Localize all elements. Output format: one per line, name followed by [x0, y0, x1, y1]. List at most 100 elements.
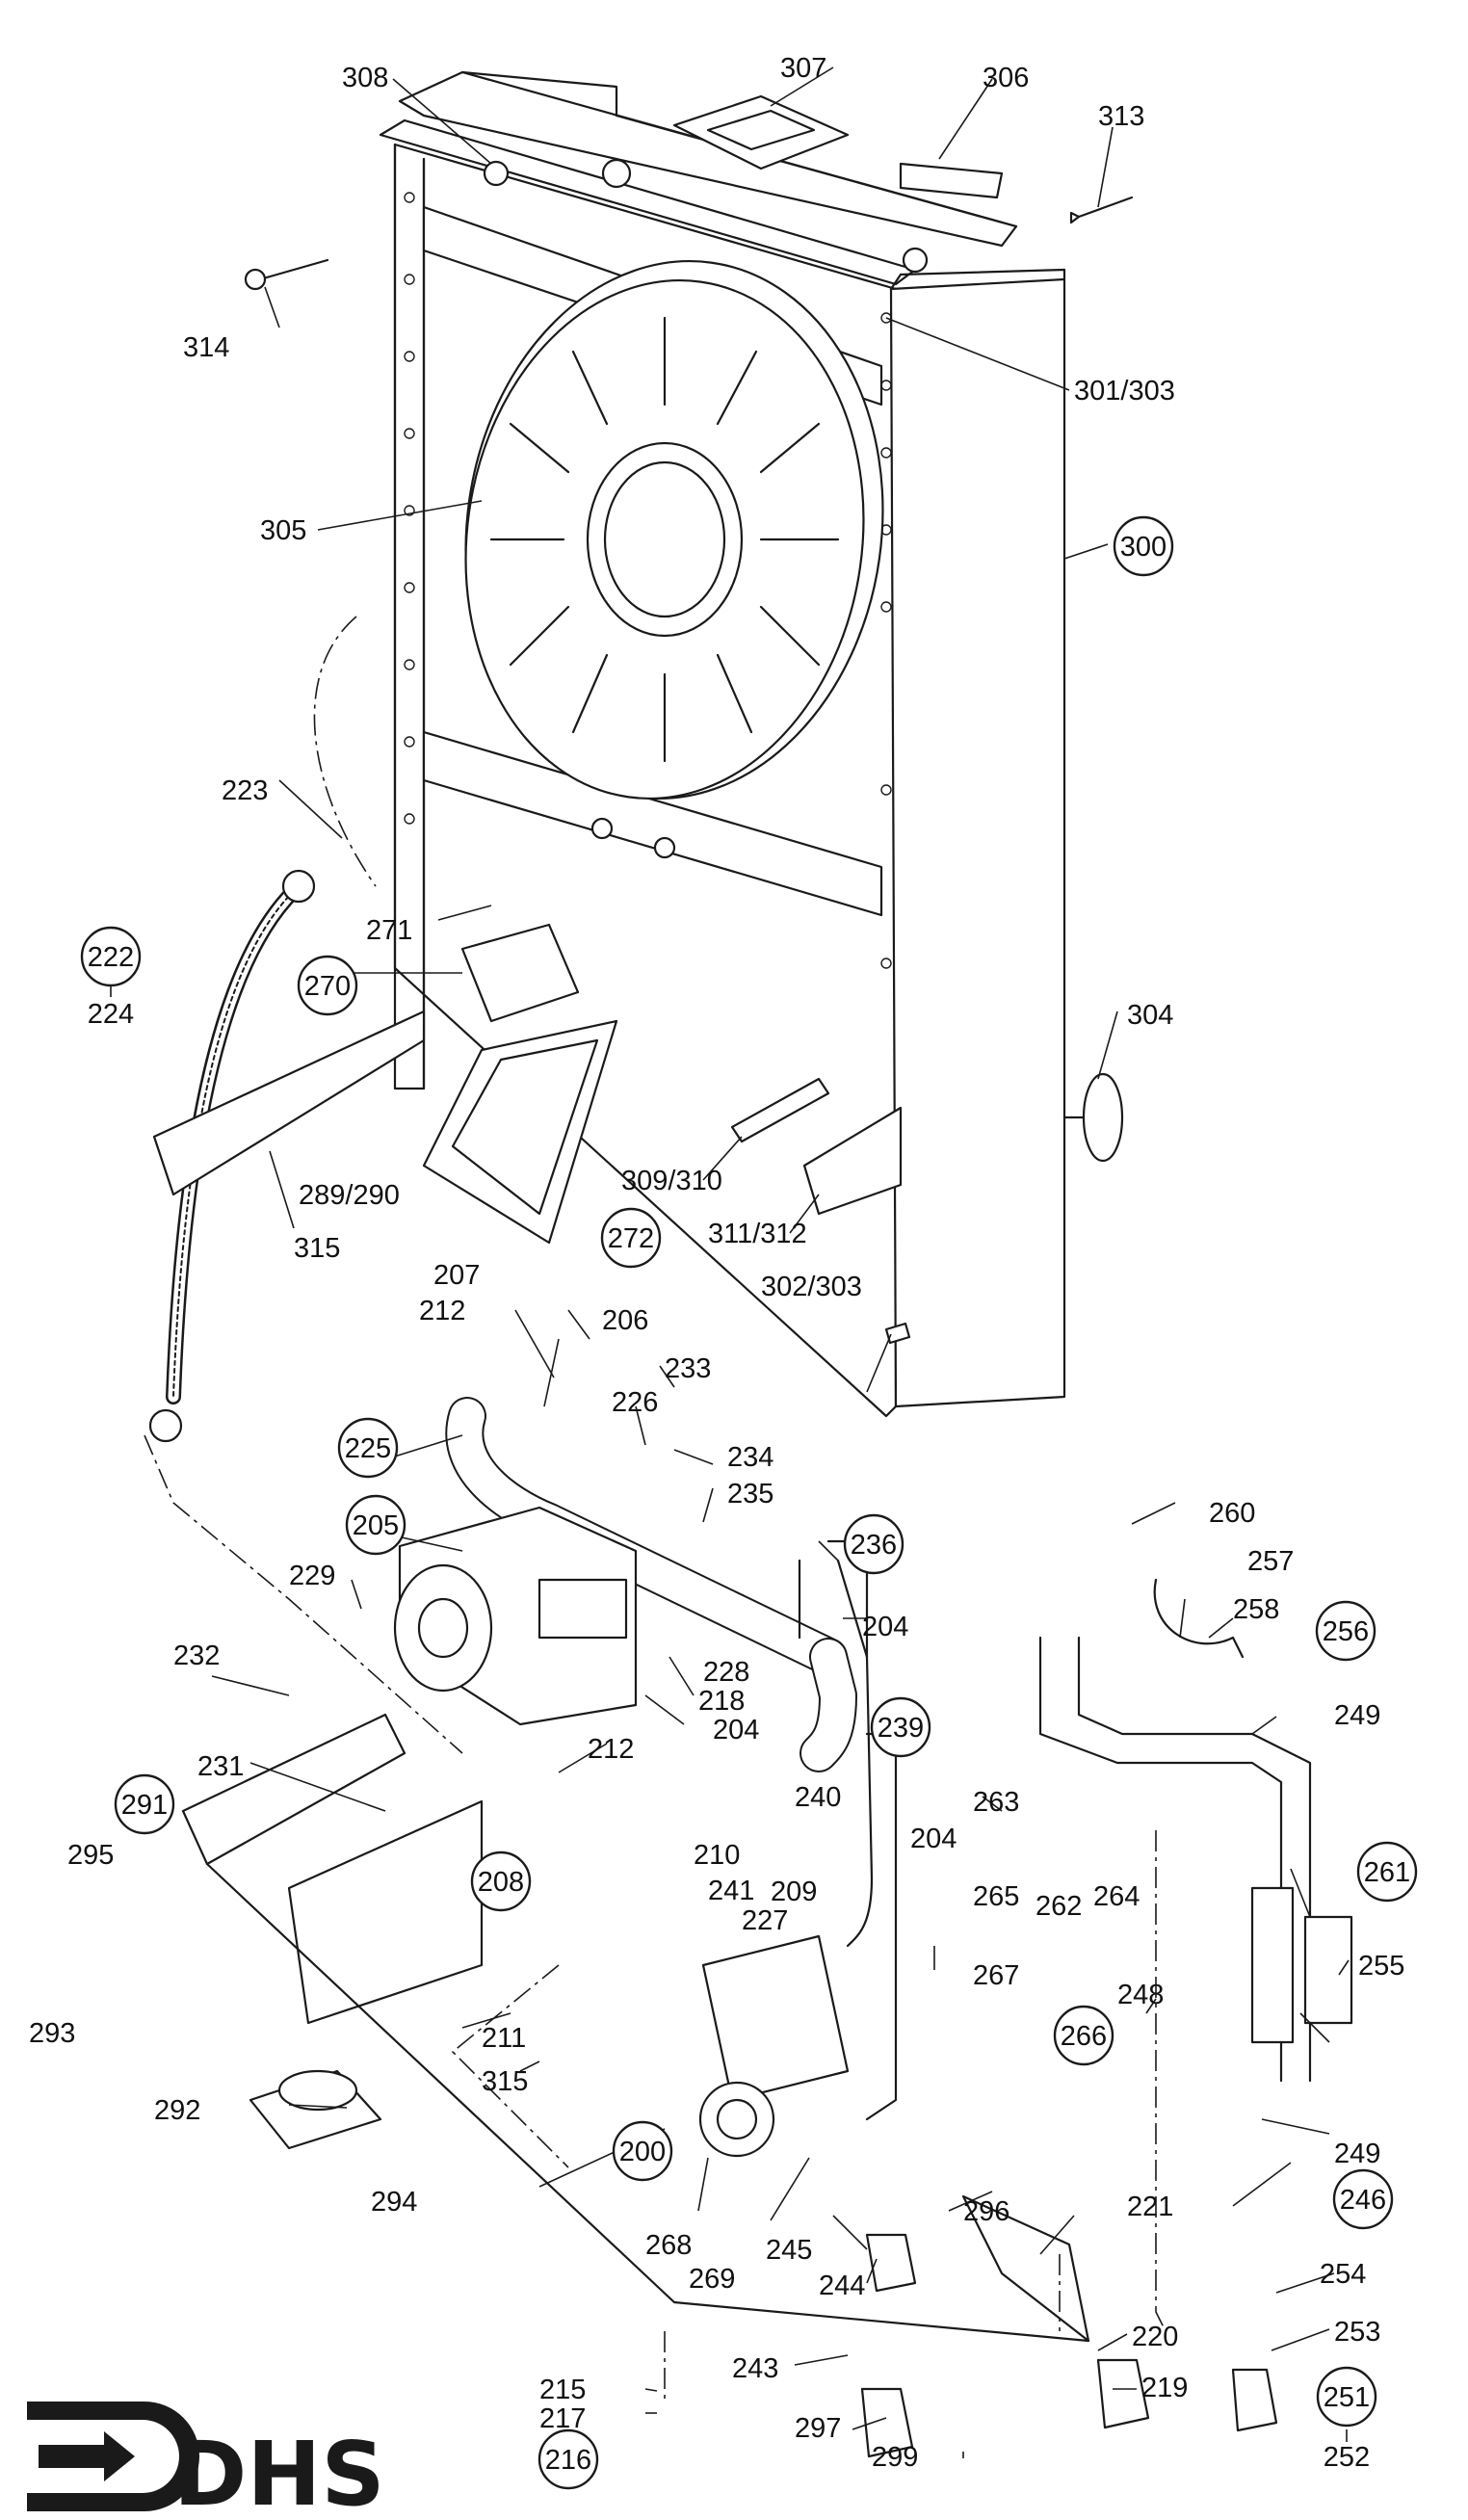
callout-label: 297 [795, 2413, 841, 2444]
callout-label: 304 [1127, 1000, 1173, 1031]
callout-223: 223 [222, 775, 268, 806]
callout-label: 225 [345, 1433, 391, 1464]
callout-label: 293 [29, 2018, 75, 2049]
callout-label: 268 [645, 2230, 692, 2261]
callout-254: 254 [1320, 2259, 1366, 2290]
callout-263: 263 [973, 1787, 1019, 1818]
callout-label: 212 [419, 1296, 465, 1326]
callout-302: 302/303 [761, 1272, 862, 1302]
callout-216: 216 [537, 2428, 599, 2490]
callout-label: 218 [698, 1686, 745, 1717]
top-brackets [483, 94, 1004, 199]
callout-204c: 204 [910, 1824, 957, 1854]
callout-249b: 249 [1334, 2139, 1380, 2169]
callout-266: 266 [1053, 2005, 1114, 2066]
callout-292: 292 [154, 2095, 200, 2126]
callout-label: 228 [703, 1657, 749, 1688]
callout-205: 205 [345, 1494, 406, 1556]
callout-220: 220 [1132, 2322, 1178, 2352]
callout-315b: 315 [482, 2066, 528, 2097]
callout-label: 208 [478, 1867, 524, 1898]
callout-label: 244 [819, 2271, 865, 2301]
callout-label: 200 [619, 2137, 666, 2167]
callout-label: 231 [197, 1751, 244, 1782]
callout-289: 289/290 [299, 1180, 400, 1211]
callout-label: 232 [173, 1641, 220, 1671]
callout-label: 246 [1340, 2185, 1386, 2216]
callout-label: 300 [1120, 532, 1167, 563]
callout-label: 263 [973, 1787, 1019, 1818]
callout-308: 308 [342, 63, 388, 93]
callout-270: 270 [297, 955, 358, 1016]
callout-label: 299 [872, 2442, 918, 2473]
right-brackets [730, 1072, 1124, 1345]
logo-text: DHS [173, 2423, 385, 2520]
callout-label: 307 [780, 53, 826, 84]
callout-224: 224 [88, 999, 134, 1030]
callout-label: 255 [1358, 1951, 1404, 1982]
callout-label: 206 [602, 1305, 648, 1336]
callout-268: 268 [645, 2230, 692, 2261]
callout-label: 224 [88, 999, 134, 1030]
callout-267: 267 [973, 1960, 1019, 1991]
callout-311: 311/312 [708, 1219, 807, 1249]
dhs-logo: DHS [27, 2402, 385, 2520]
callout-label: 252 [1324, 2442, 1370, 2473]
callout-269: 269 [689, 2264, 735, 2295]
callout-233: 233 [665, 1353, 711, 1384]
callout-label: 292 [154, 2095, 200, 2126]
callout-label: 221 [1127, 2192, 1173, 2222]
callout-label: 296 [963, 2196, 1009, 2227]
callout-label: 253 [1334, 2317, 1380, 2348]
callout-label: 209 [771, 1877, 817, 1907]
flex-hose [148, 869, 316, 1443]
callout-label: 210 [694, 1840, 740, 1871]
control-box [152, 923, 618, 1245]
callout-222: 222 [80, 926, 142, 997]
part-labels: 308 307 306 313 314 301/303 305 300 223 … [29, 53, 1418, 2490]
callout-label: 239 [878, 1713, 924, 1744]
callout-label: 245 [766, 2235, 812, 2266]
callout-label: 249 [1334, 1700, 1380, 1731]
callout-label: 262 [1035, 1891, 1082, 1922]
callout-309: 309/310 [621, 1166, 722, 1196]
callout-label: 205 [353, 1510, 399, 1541]
callout-label: 229 [289, 1561, 335, 1591]
callout-label: 257 [1247, 1546, 1294, 1577]
callout-244: 244 [819, 2271, 865, 2301]
callout-226: 226 [612, 1387, 658, 1418]
callout-297: 297 [795, 2413, 841, 2444]
callout-227: 227 [742, 1905, 788, 1936]
callout-label: 216 [545, 2445, 591, 2476]
callout-label: 305 [260, 515, 306, 546]
callout-305: 305 [260, 515, 306, 546]
callout-label: 212 [588, 1734, 634, 1765]
callout-label: 211 [482, 2023, 526, 2054]
base-tray [181, 1713, 1090, 2343]
callout-212a: 212 [419, 1296, 465, 1326]
callout-label: 302/303 [761, 1272, 862, 1302]
callout-label: 271 [366, 915, 412, 946]
callout-295: 295 [67, 1840, 114, 1871]
callout-label: 217 [539, 2403, 586, 2434]
callout-241: 241 [708, 1876, 754, 1906]
callout-label: 289/290 [299, 1180, 400, 1211]
callout-232: 232 [173, 1641, 220, 1671]
callout-label: 295 [67, 1840, 114, 1871]
callout-229: 229 [289, 1561, 335, 1591]
callout-206: 206 [602, 1305, 648, 1336]
callout-239: 239 [870, 1696, 931, 1758]
callout-label: 236 [851, 1530, 897, 1561]
callout-212b: 212 [588, 1734, 634, 1765]
callout-304: 304 [1127, 1000, 1173, 1031]
callout-label: 227 [742, 1905, 788, 1936]
callout-label: 301/303 [1074, 376, 1175, 407]
callout-240: 240 [795, 1782, 841, 1813]
gas-valve [698, 1934, 1278, 2458]
callout-249a: 249 [1334, 1700, 1380, 1731]
callout-label: 248 [1117, 1980, 1164, 2010]
callout-label: 309/310 [621, 1166, 722, 1196]
callout-315a: 315 [294, 1233, 340, 1264]
callout-243: 243 [732, 2353, 778, 2384]
callout-label: 269 [689, 2264, 735, 2295]
